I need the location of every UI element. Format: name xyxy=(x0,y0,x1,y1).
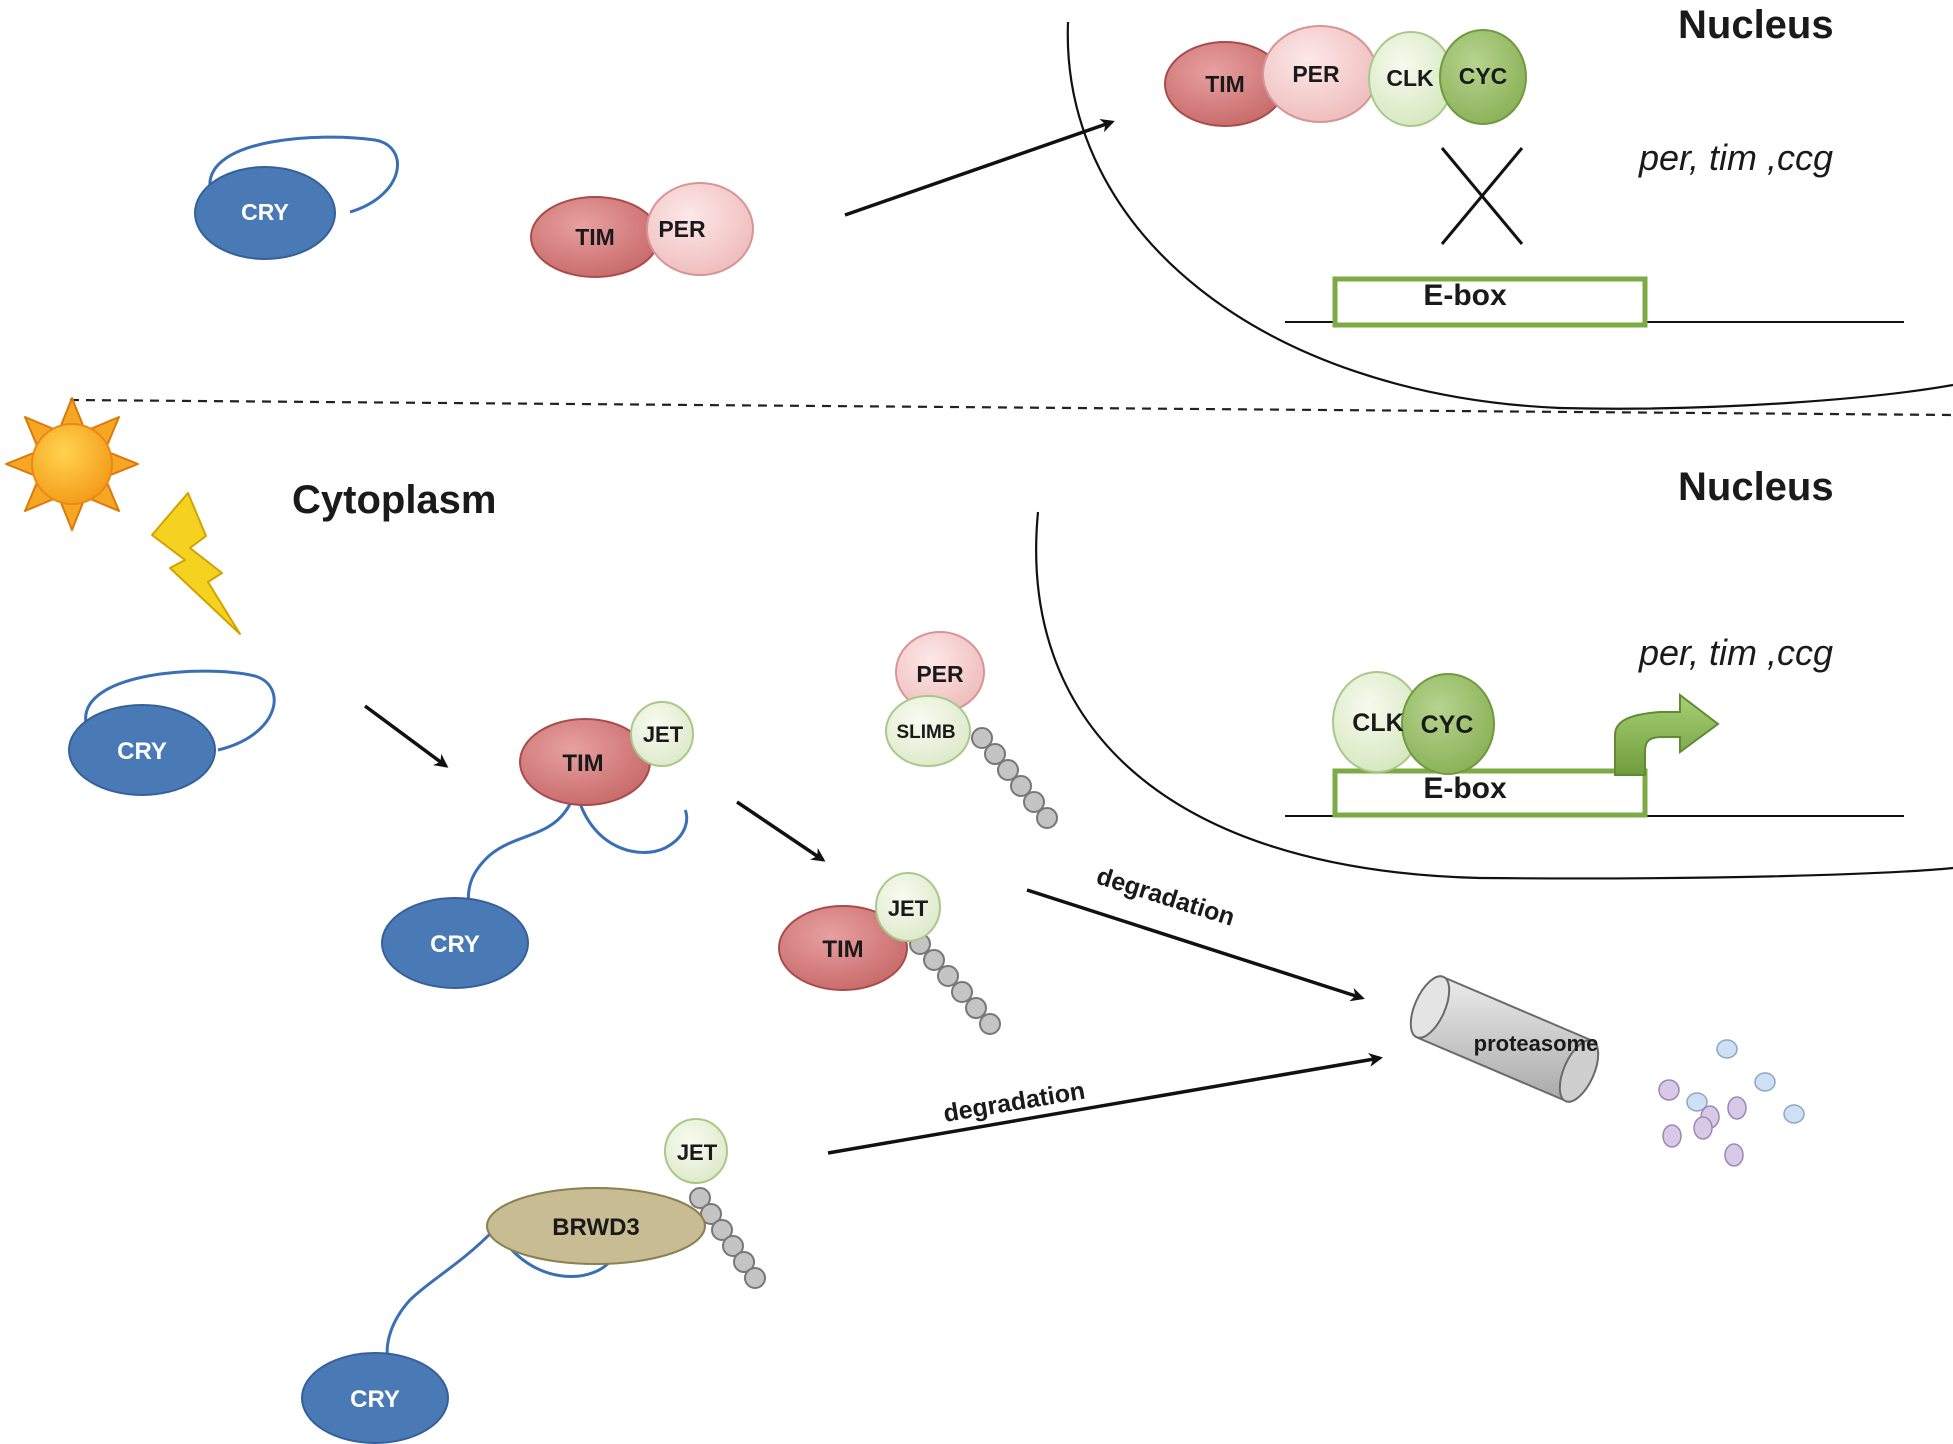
target-genes-top: per, tim ,ccg xyxy=(1638,137,1833,178)
nucleus-membrane-top xyxy=(1066,21,1953,410)
nuclear-entry-arrow xyxy=(844,119,1115,217)
ubiquitin-chain-jet xyxy=(909,933,1001,1035)
slimb-label: SLIMB xyxy=(896,722,955,743)
sun-icon xyxy=(5,397,139,531)
clk-cyc-complex: CLK CYC xyxy=(1332,671,1495,775)
tim-per-clk-cyc-complex: TIM PER CLK CYC xyxy=(1164,25,1527,127)
brwd3-jet-cry-complex: BRWD3 JET CRY xyxy=(301,1118,766,1444)
cry1-label: CRY xyxy=(117,738,167,765)
ubiquitin-chain-slimb xyxy=(971,727,1058,829)
ebox-label-bottom: E-box xyxy=(1423,772,1507,805)
ebox-top xyxy=(1332,276,1648,328)
nucleus-label-top: Nucleus xyxy=(1678,3,1834,47)
proteasome-icon: proteasome xyxy=(1409,975,1600,1103)
complex-cyc-label: CYC xyxy=(1459,63,1508,89)
complex-clk-label: CLK xyxy=(1386,65,1434,91)
cry3-label: CRY xyxy=(350,1386,400,1413)
degradation-arrow-lower xyxy=(827,1052,1383,1155)
cry2-label: CRY xyxy=(430,931,480,958)
jet1-label: JET xyxy=(643,722,684,747)
proteasome-label: proteasome xyxy=(1474,1031,1599,1056)
top-panel: Nucleus CRY TIM PER TIM PER CLK CYC xyxy=(194,3,1953,410)
jet2-label: JET xyxy=(888,896,929,921)
cry-free-bottom: CRY xyxy=(68,669,276,796)
jet3-label: JET xyxy=(677,1140,718,1165)
ebox-bottom xyxy=(1332,768,1648,818)
clk-label: CLK xyxy=(1352,709,1403,737)
cry-free-top: CRY xyxy=(194,135,399,260)
degradation-label-upper: degradation xyxy=(1093,862,1238,932)
cry-tim-jet-complex: TIM JET CRY xyxy=(381,701,694,989)
per-label: PER xyxy=(658,216,706,242)
ebox-label-top: E-box xyxy=(1423,279,1507,312)
tim-jet-ubiquitinated: TIM JET xyxy=(778,872,1001,1035)
per-slimb-complex: PER SLIMB xyxy=(885,631,1058,829)
target-genes-bottom: per, tim ,ccg xyxy=(1638,632,1833,673)
peptide-fragments xyxy=(1658,1039,1805,1167)
nucleus-label-bottom: Nucleus xyxy=(1678,465,1834,509)
lightning-icon xyxy=(151,492,241,635)
light-dark-divider xyxy=(69,398,1953,417)
transcription-arrow xyxy=(1614,692,1720,776)
tim-label: TIM xyxy=(575,224,615,250)
light-activation-arrow xyxy=(363,704,449,768)
bottom-panel: Cytoplasm Nucleus per, tim ,ccg E-box CL… xyxy=(5,397,1953,1444)
repression-cross xyxy=(1440,147,1524,245)
tim2-label: TIM xyxy=(822,936,863,963)
complex-per-label: PER xyxy=(1292,61,1340,87)
degradation-arrow-upper xyxy=(1026,888,1365,1002)
ubiquitin-chain-brwd3 xyxy=(689,1187,766,1289)
nucleus-membrane-bottom xyxy=(1035,511,1953,880)
cytoplasm-label: Cytoplasm xyxy=(292,478,497,522)
tim1-label: TIM xyxy=(562,750,603,777)
per-label-bottom: PER xyxy=(916,661,964,687)
complex-tim-label: TIM xyxy=(1205,71,1245,97)
cyc-label: CYC xyxy=(1421,711,1474,739)
cry-label: CRY xyxy=(241,199,289,225)
brwd3-label: BRWD3 xyxy=(552,1214,640,1241)
tim-release-arrow xyxy=(736,800,826,862)
tim-per-complex-top: TIM PER xyxy=(530,182,754,278)
